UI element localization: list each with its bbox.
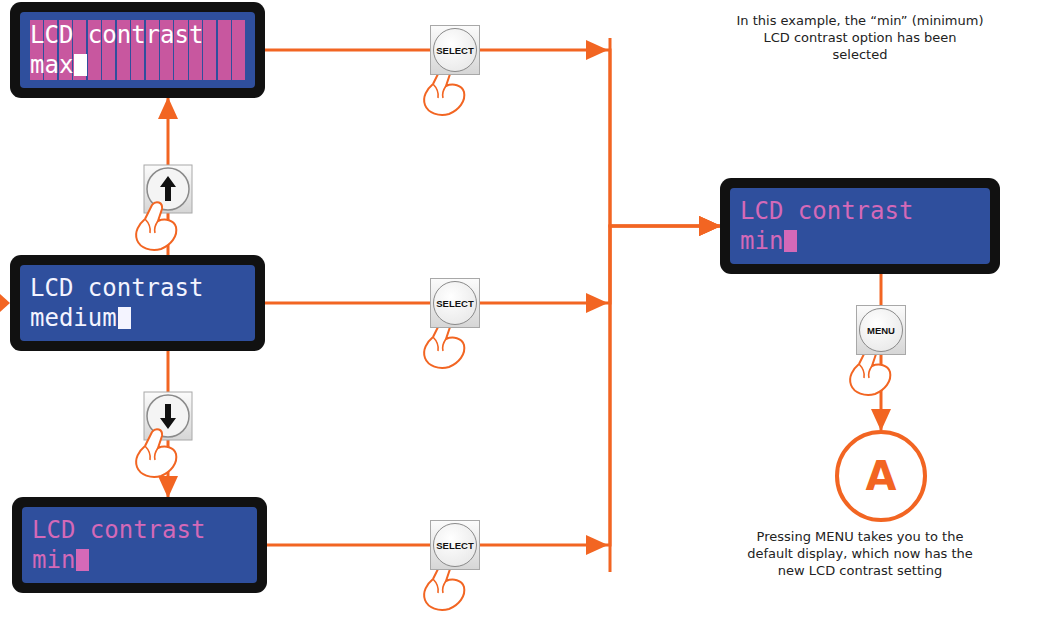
lcd-screen: LCD contrastmedium [20, 265, 255, 341]
flow-connector [480, 226, 720, 303]
lcd-cursor [118, 307, 131, 329]
lcd-display: LCD contrastmax [10, 2, 265, 98]
lcd-cursor [76, 549, 89, 571]
incoming-arrow [0, 294, 10, 312]
lcd-cursor [784, 230, 797, 252]
flow-connector [265, 49, 430, 52]
pointing-hand [136, 202, 176, 250]
menu-button: MENU [856, 305, 906, 355]
lcd-row: LCD contrast [30, 273, 245, 303]
button-label: SELECT [436, 45, 473, 56]
step-letter: A [866, 453, 897, 499]
lcd-row: LCD contrast [30, 20, 245, 50]
select-button: SELECT [430, 520, 480, 570]
lcd-text: LCD contrast [30, 273, 203, 303]
step-circle: A [835, 430, 927, 522]
select-button: SELECT [430, 278, 480, 328]
lcd-display: LCD contrastmin [12, 497, 267, 593]
lcd-display: LCD contrastmedium [10, 255, 265, 351]
lcd-text: min [740, 226, 783, 256]
lcd-row: medium [30, 303, 245, 333]
select-button: SELECT [430, 25, 480, 75]
merge-bar [609, 38, 612, 572]
flow-connector [265, 302, 430, 305]
arrow-head [586, 535, 608, 555]
note-text: In this example, the “min” (minimum) LCD… [735, 12, 985, 63]
note-text: Pressing MENU takes you to the default d… [735, 528, 985, 579]
button-knob: SELECT [433, 28, 477, 72]
lcd-text: LCD contrast [740, 196, 913, 226]
lcd-text: max [30, 50, 73, 80]
pointing-hand [136, 429, 176, 477]
lcd-screen: LCD contrastmin [22, 507, 257, 583]
lcd-row: LCD contrast [32, 515, 247, 545]
lcd-row: max [30, 50, 245, 80]
lcd-text: min [32, 545, 75, 575]
lcd-row: min [740, 226, 980, 256]
button-label: SELECT [436, 298, 473, 309]
lcd-text: LCD contrast [32, 515, 205, 545]
flow-connector [480, 50, 720, 226]
button-knob: SELECT [433, 281, 477, 325]
button-label: MENU [867, 325, 895, 336]
lcd-cursor [74, 54, 87, 76]
lcd-screen: LCD contrastmin [730, 188, 990, 264]
button-knob: MENU [859, 308, 903, 352]
arrow-head [586, 40, 608, 60]
lcd-display: LCD contrastmin [720, 178, 1000, 274]
flow-connector [267, 544, 430, 547]
lcd-text: LCD contrast [30, 20, 203, 50]
button-label: SELECT [436, 540, 473, 551]
arrow-head [586, 293, 608, 313]
lcd-row: min [32, 545, 247, 575]
flow-connector [480, 226, 720, 545]
lcd-row: LCD contrast [740, 196, 980, 226]
button-knob: SELECT [433, 523, 477, 567]
flow-connector [880, 274, 883, 305]
lcd-screen: LCD contrastmax [20, 12, 255, 88]
lcd-text: medium [30, 303, 117, 333]
